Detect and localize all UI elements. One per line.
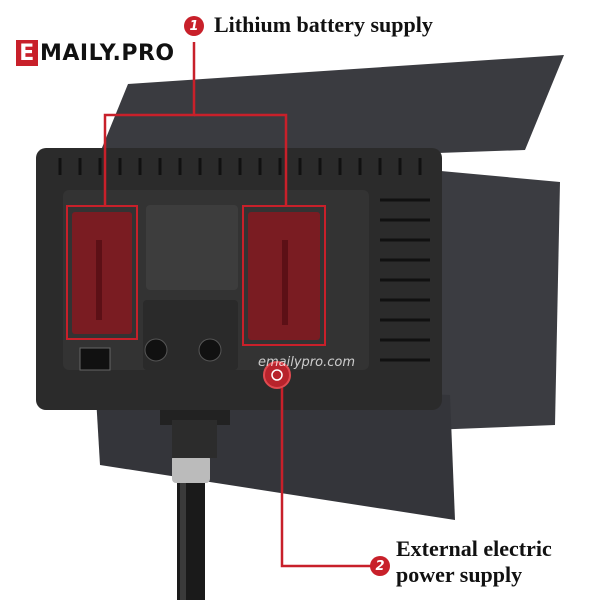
right-barn-door xyxy=(430,170,560,430)
logo-mark: E xyxy=(16,40,38,66)
battery-right-highlight xyxy=(242,205,326,346)
color-temp-knob[interactable] xyxy=(198,338,222,362)
logo-text: MAILY.PRO xyxy=(40,40,175,66)
callout-label-2-line2: power supply xyxy=(396,562,523,587)
callout-label-2: External electric power supply xyxy=(396,536,552,588)
logo: E MAILY.PRO xyxy=(16,40,175,66)
dc-input-port xyxy=(263,361,291,389)
stand-collar xyxy=(172,455,210,483)
callout-line-1 xyxy=(103,42,196,206)
watermark: emailypro.com xyxy=(258,355,355,370)
callout-line-2 xyxy=(280,388,372,568)
battery-left-highlight xyxy=(66,205,138,340)
callout-label-1: Lithium battery supply xyxy=(214,12,433,37)
top-barn-door xyxy=(95,55,564,165)
callout-label-2-line1: External electric xyxy=(396,536,552,561)
power-switch[interactable] xyxy=(79,347,111,371)
display-window xyxy=(146,205,238,290)
brightness-knob[interactable] xyxy=(144,338,168,362)
callout-badge-2: 2 xyxy=(370,556,390,576)
callout-badge-1: 1 xyxy=(184,16,204,36)
